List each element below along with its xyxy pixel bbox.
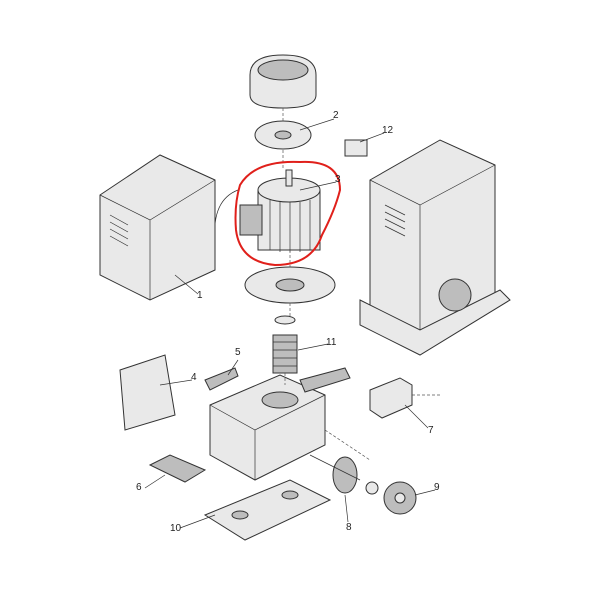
fan-cover xyxy=(249,54,317,109)
part-label-1: 1 xyxy=(197,290,203,301)
sheet-part-4 xyxy=(119,354,176,431)
sprocket-part-9 xyxy=(365,481,417,515)
part-label-3: 3 xyxy=(335,174,341,185)
pad-part-6 xyxy=(148,454,207,483)
part-label-12: 12 xyxy=(382,125,394,136)
part-label-8: 8 xyxy=(346,522,352,533)
part-label-4: 4 xyxy=(191,372,197,383)
gearbox xyxy=(209,367,351,481)
fan-part-2 xyxy=(254,120,312,150)
part-label-5: 5 xyxy=(235,347,241,358)
part-label-6: 6 xyxy=(136,482,142,493)
part-label-10: 10 xyxy=(170,523,182,534)
flange xyxy=(244,266,336,304)
motor-part-3 xyxy=(214,169,321,252)
cover-part-1 xyxy=(99,154,216,301)
gear-shaft-part-8 xyxy=(309,454,361,494)
connector-part-12 xyxy=(344,139,368,157)
limit-switch-part-7 xyxy=(369,377,413,419)
part-label-7: 7 xyxy=(428,425,434,436)
base-plate-part-10 xyxy=(203,479,332,541)
bracket-part-5 xyxy=(204,367,239,391)
part-label-9: 9 xyxy=(434,482,440,493)
part-label-11: 11 xyxy=(326,337,337,348)
housing-assembly xyxy=(359,139,511,356)
highlight-outline xyxy=(234,160,342,267)
spring-part-11 xyxy=(272,315,298,374)
part-label-2: 2 xyxy=(333,110,339,121)
